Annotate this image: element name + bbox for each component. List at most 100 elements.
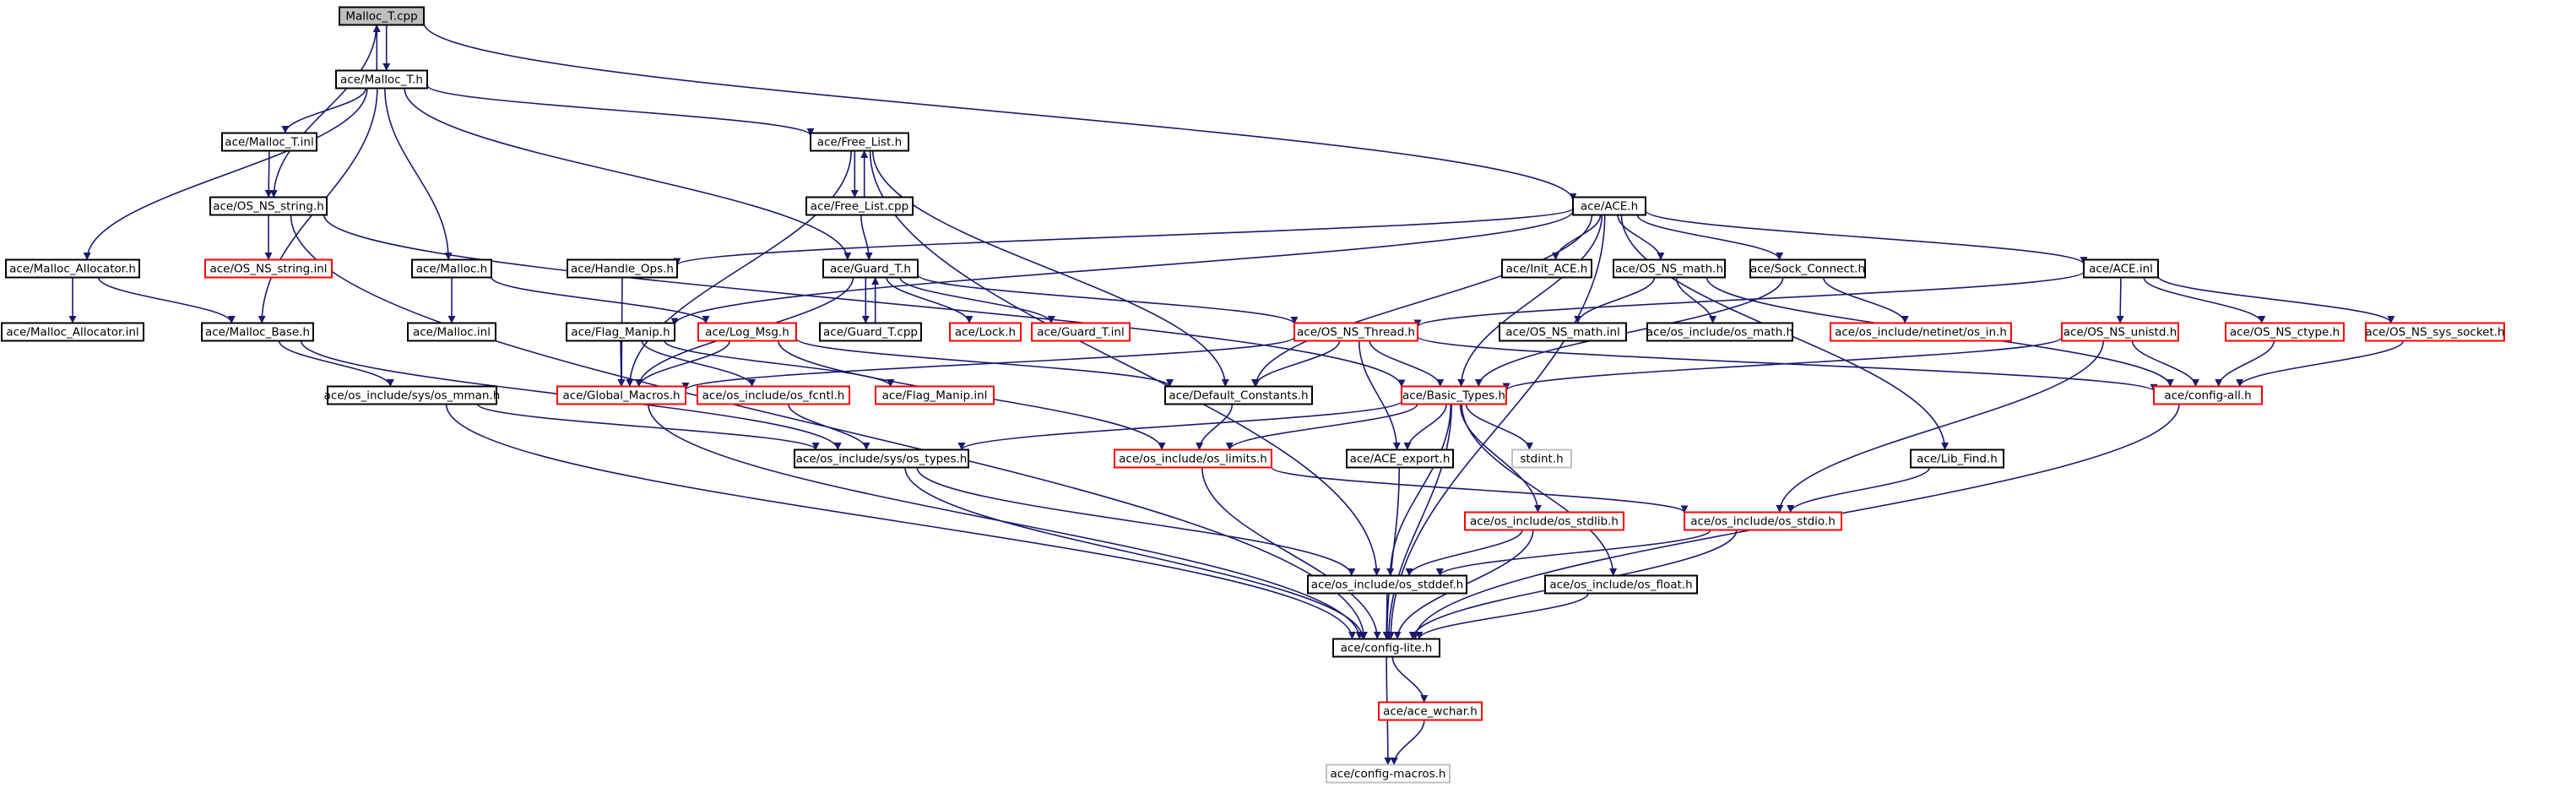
node-guard-t-h[interactable]: ace/Guard_T.h	[822, 258, 919, 279]
edge-sys-os-types-h-to-os-stddef-h	[916, 467, 1356, 576]
node-label: ace/os_include/os_stdlib.h	[1470, 515, 1619, 529]
node-sock-connect-h[interactable]: ace/Sock_Connect.h	[1749, 258, 1866, 279]
node-free-list-h[interactable]: ace/Free_List.h	[810, 132, 909, 152]
node-os-ns-math-h[interactable]: ace/OS_NS_math.h	[1613, 258, 1726, 279]
node-box	[5, 258, 140, 279]
node-box	[1307, 574, 1467, 595]
node-os-ns-math-inl[interactable]: ace/OS_NS_math.inl	[1499, 322, 1627, 342]
node-label: ace/OS_NS_math.h	[1615, 263, 1723, 276]
node-lib-find-h[interactable]: ace/Lib_Find.h	[1910, 448, 2004, 469]
node-global-macros-h[interactable]: ace/Global_Macros.h	[556, 385, 686, 405]
node-label: ace/OS_NS_math.inl	[1505, 326, 1620, 340]
node-box	[335, 69, 428, 90]
node-ace-export-h[interactable]: ace/ACE_export.h	[1346, 448, 1454, 469]
edge-os-fcntl-h-to-sys-os-types-h	[788, 404, 870, 450]
node-box	[1326, 764, 1451, 784]
edge-malloc-t-inl-to-os-ns-string-h	[264, 150, 273, 198]
node-log-msg-h[interactable]: ace/Log_Msg.h	[697, 322, 797, 342]
edge-ace-wchar-h-to-config-macros-h	[1390, 720, 1425, 765]
node-os-ns-ctype-h[interactable]: ace/OS_NS_ctype.h	[2225, 322, 2345, 342]
node-box	[407, 322, 496, 342]
node-malloc-t-cpp[interactable]: Malloc_T.cpp	[339, 6, 425, 26]
node-os-fcntl-h[interactable]: ace/os_include/os_fcntl.h	[697, 385, 850, 405]
node-label: ace/os_include/os_stdio.h	[1690, 515, 1836, 529]
node-lock-h[interactable]: ace/Lock.h	[949, 322, 1022, 342]
node-malloc-allocator-inl[interactable]: ace/Malloc_Allocator.inl	[1, 322, 144, 342]
node-malloc-t-h[interactable]: ace/Malloc_T.h	[335, 69, 428, 90]
node-box	[2061, 322, 2179, 342]
node-os-stddef-h[interactable]: ace/os_include/os_stddef.h	[1307, 574, 1467, 595]
edge-free-list-h-to-os-stddef-h	[869, 150, 1380, 576]
node-os-ns-string-h[interactable]: ace/OS_NS_string.h	[209, 196, 328, 216]
edge-os-ns-thread-h-to-basic-types-h	[1369, 340, 1445, 387]
node-label: stdint.h	[1520, 453, 1563, 466]
node-sys-os-types-h[interactable]: ace/os_include/sys/os_types.h	[794, 448, 969, 469]
node-os-float-h[interactable]: ace/os_include/os_float.h	[1544, 574, 1698, 595]
node-guard-t-cpp[interactable]: ace/Guard_T.cpp	[819, 322, 922, 342]
node-malloc-allocator-h[interactable]: ace/Malloc_Allocator.h	[5, 258, 140, 279]
node-os-stdlib-h[interactable]: ace/os_include/os_stdlib.h	[1464, 511, 1624, 531]
node-init-ace-h[interactable]: ace/Init_ACE.h	[1501, 258, 1592, 279]
node-os-limits-h[interactable]: ace/os_include/os_limits.h	[1114, 448, 1272, 469]
node-os-ns-thread-h[interactable]: ace/OS_NS_Thread.h	[1293, 322, 1418, 342]
node-label: ace/OS_NS_unistd.h	[2064, 326, 2177, 340]
node-label: ace/Lib_Find.h	[1917, 453, 1998, 466]
node-box	[566, 322, 675, 342]
node-label: ace/Malloc_Allocator.inl	[6, 326, 138, 340]
node-ace-inl[interactable]: ace/ACE.inl	[2083, 258, 2159, 279]
node-label: ace/os_include/os_math.h	[1646, 326, 1793, 340]
node-box	[1684, 511, 1842, 531]
node-os-ns-sys-socket-h[interactable]: ace/OS_NS_sys_socket.h	[2365, 322, 2505, 342]
node-config-lite-h[interactable]: ace/config-lite.h	[1332, 638, 1440, 658]
node-ace-wchar-h[interactable]: ace/ace_wchar.h	[1378, 701, 1483, 721]
node-box	[805, 196, 914, 216]
node-os-ns-string-inl[interactable]: ace/OS_NS_string.inl	[204, 258, 333, 279]
node-box	[1332, 638, 1440, 658]
node-handle-ops-h[interactable]: ace/Handle_Ops.h	[567, 258, 678, 279]
node-label: ace/config-macros.h	[1331, 768, 1446, 781]
edge-malloc-t-cpp-to-ace-h	[423, 22, 1577, 201]
edge-os-ns-math-h-to-os-ns-math-inl	[1574, 277, 1656, 323]
node-label: ace/Basic_Types.h	[1402, 389, 1505, 403]
edge-os-ns-thread-h-to-default-constants-h	[1250, 340, 1341, 387]
edge-guard-t-h-to-guard-t-inl	[899, 277, 1055, 323]
edge-malloc-t-h-to-free-list-h	[426, 84, 815, 137]
node-label: ace/os_include/sys/os_types.h	[796, 453, 968, 466]
node-label: ace/Default_Constants.h	[1169, 389, 1308, 403]
node-label: ace/config-all.h	[2164, 389, 2251, 403]
node-guard-t-inl[interactable]: ace/Guard_T.inl	[1031, 322, 1131, 342]
edge-ace-h-to-flag-manip-h	[670, 210, 1574, 326]
edge-os-ns-math-h-to-os-math-h	[1675, 277, 1717, 323]
node-ace-h[interactable]: ace/ACE.h	[1572, 196, 1646, 216]
edge-os-limits-h-to-os-stdio-h	[1271, 466, 1689, 514]
node-netinet-os-in-h[interactable]: ace/os_include/netinet/os_in.h	[1830, 322, 2012, 342]
node-malloc-t-inl[interactable]: ace/Malloc_T.inl	[221, 132, 317, 152]
edge-os-stddef-h-to-config-lite-h	[1382, 593, 1391, 639]
node-box	[2083, 258, 2159, 279]
node-label: ace/Handle_Ops.h	[571, 263, 674, 276]
node-basic-types-h[interactable]: ace/Basic_Types.h	[1401, 385, 1507, 405]
node-sys-os-mman-h[interactable]: ace/os_include/sys/os_mman.h	[324, 385, 501, 405]
node-config-all-h[interactable]: ace/config-all.h	[2153, 385, 2263, 405]
node-os-stdio-h[interactable]: ace/os_include/os_stdio.h	[1684, 511, 1842, 531]
node-label: ace/OS_NS_string.inl	[209, 263, 327, 276]
node-malloc-h[interactable]: ace/Malloc.h	[411, 258, 492, 279]
node-free-list-cpp[interactable]: ace/Free_List.cpp	[805, 196, 914, 216]
node-box	[697, 322, 797, 342]
node-box	[697, 385, 850, 405]
node-default-constants-h[interactable]: ace/Default_Constants.h	[1164, 385, 1313, 405]
node-os-math-h[interactable]: ace/os_include/os_math.h	[1646, 322, 1793, 342]
node-flag-manip-h[interactable]: ace/Flag_Manip.h	[566, 322, 675, 342]
node-label: ace/os_include/os_fcntl.h	[702, 389, 845, 403]
edge-os-stdio-h-to-os-stddef-h	[1435, 530, 1711, 576]
node-box	[201, 322, 314, 342]
node-box	[221, 132, 317, 152]
node-box	[1646, 322, 1793, 342]
node-os-ns-unistd-h[interactable]: ace/OS_NS_unistd.h	[2061, 322, 2179, 342]
node-malloc-inl[interactable]: ace/Malloc.inl	[407, 322, 496, 342]
node-label: ace/Malloc.inl	[413, 326, 491, 340]
edge-basic-types-h-to-stdint-h	[1465, 404, 1533, 450]
node-flag-manip-inl[interactable]: ace/Flag_Manip.inl	[875, 385, 995, 405]
edge-sys-os-mman-h-to-config-lite-h	[445, 404, 1356, 639]
node-malloc-base-h[interactable]: ace/Malloc_Base.h	[201, 322, 314, 342]
